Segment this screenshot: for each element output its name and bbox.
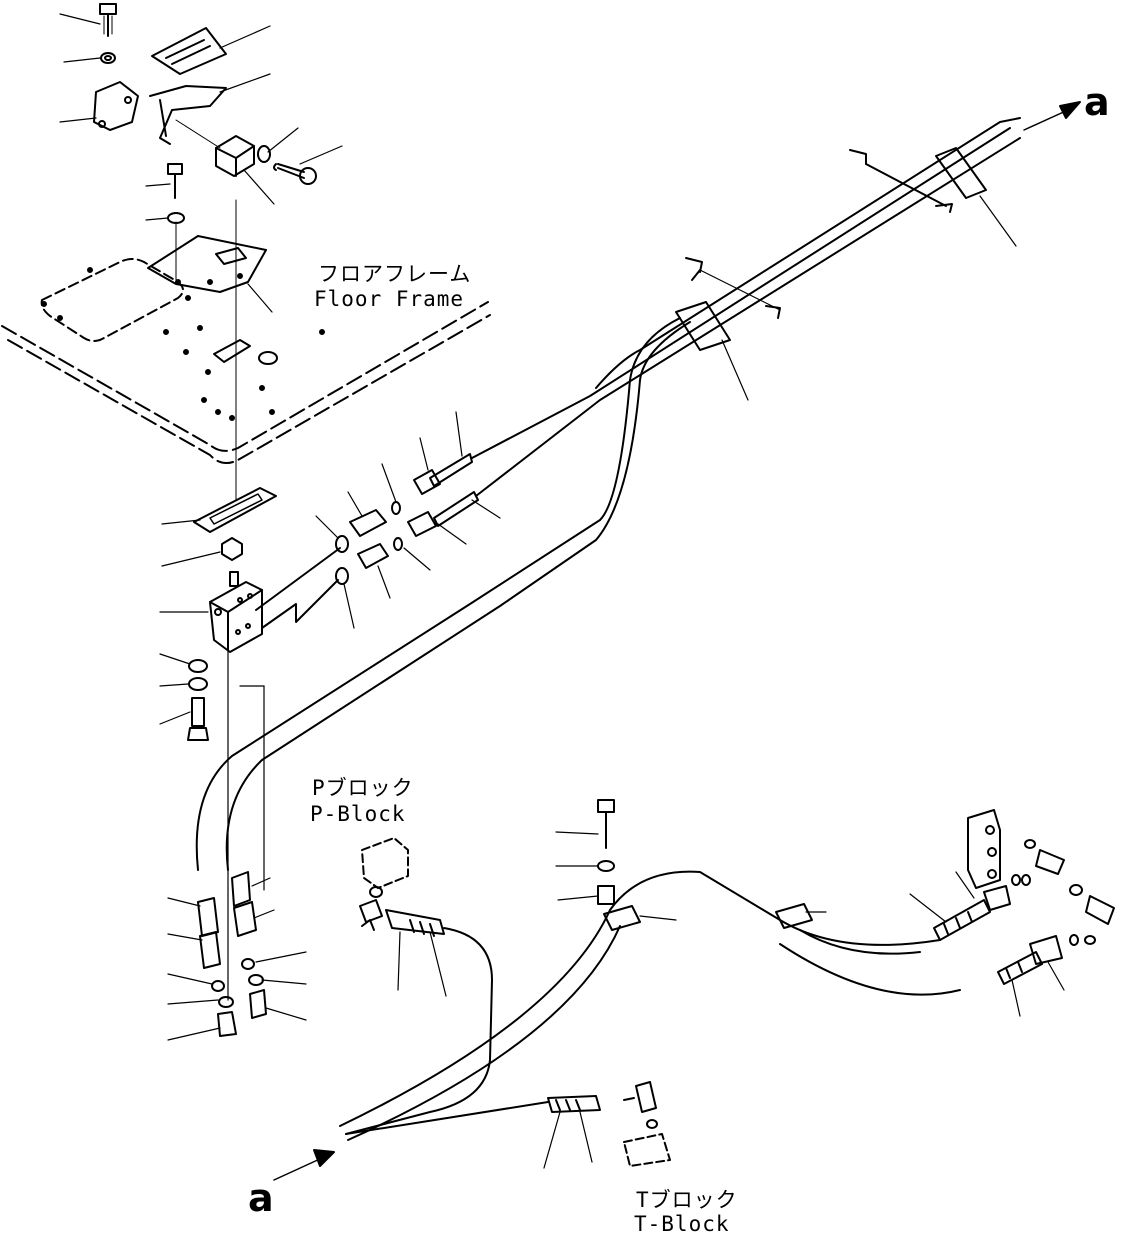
lower-left-hose-ends [167, 871, 307, 1041]
p-block-label-jp: Pブロック [312, 776, 414, 800]
p-block-group [345, 837, 493, 1135]
center-fittings [255, 411, 501, 629]
t-block-label-jp: Tブロック [636, 1188, 738, 1212]
reference-a-top: a [1084, 80, 1110, 124]
right-fittings [555, 799, 1115, 1017]
valve-block-stack [159, 487, 277, 741]
floor-frame-label-jp: フロアフレーム [318, 262, 472, 286]
ref-arrows [273, 101, 1081, 1181]
t-block-group [339, 870, 961, 1169]
pedal-assembly [59, 3, 343, 313]
p-block-label-en: P-Block [310, 802, 406, 826]
main-hose-run [195, 117, 1021, 1001]
floor-frame [1, 199, 491, 501]
reference-a-bottom: a [248, 1176, 274, 1220]
floor-frame-label-en: Floor Frame [314, 287, 465, 311]
t-block-label-en: T-Block [634, 1212, 730, 1236]
